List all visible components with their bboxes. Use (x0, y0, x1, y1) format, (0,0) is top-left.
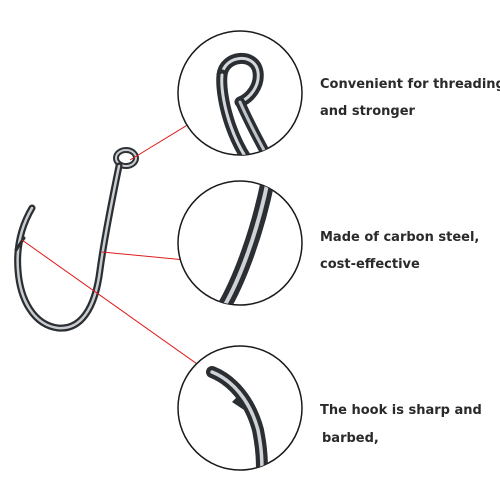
hook-shank-closeup (215, 181, 275, 305)
hook-point-closeup (206, 366, 268, 470)
callout-point-line2: barbed, (322, 431, 379, 446)
callout-eye-line2: and stronger (320, 104, 415, 119)
hook-eye-closeup (216, 52, 280, 155)
zoom-circle-point (177, 345, 303, 471)
callout-shank-line1: Made of carbon steel, (320, 230, 480, 245)
callout-shank-line2: cost-effective (320, 257, 420, 272)
fishing-hook-image (14, 147, 139, 332)
callout-eye-line1: Convenient for threading (320, 77, 500, 92)
zoom-circle-eye (177, 30, 303, 156)
callout-point-line1: The hook is sharp and (320, 403, 482, 418)
zoom-circle-shank (177, 180, 303, 306)
